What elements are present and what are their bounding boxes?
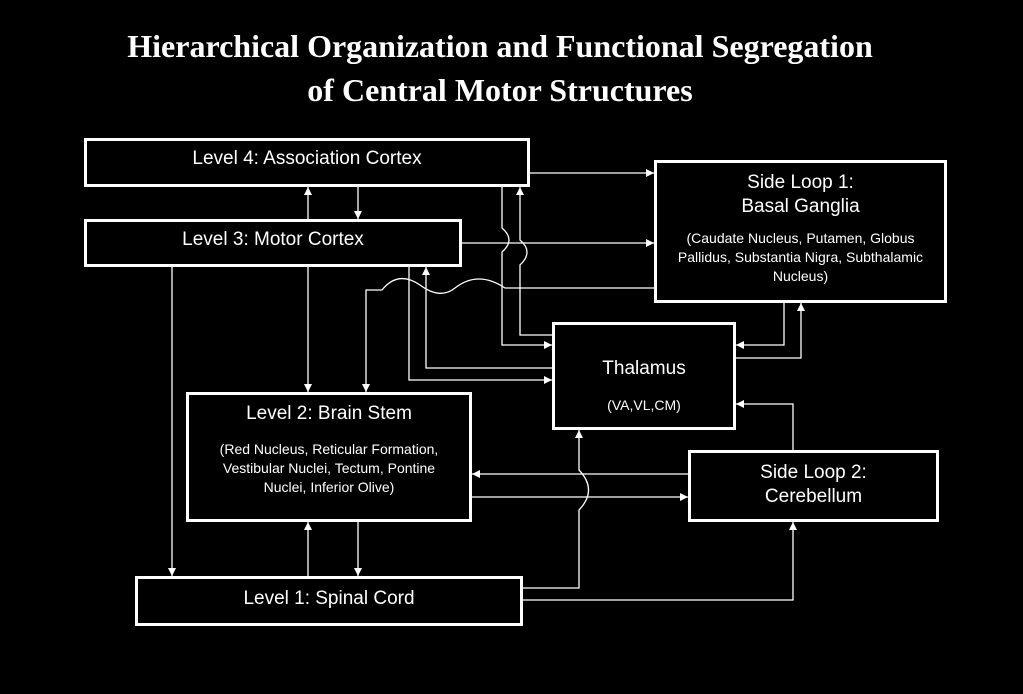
- diagram-title: Hierarchical Organization and Functional…: [0, 24, 1000, 112]
- level2-label: Level 2: Brain Stem: [246, 403, 412, 424]
- arrow-cerebellum-to-thalamus: [736, 400, 794, 450]
- side-loop-1-basal-ganglia-box: Side Loop 1: Basal Ganglia (Caudate Nucl…: [654, 160, 947, 303]
- side-loop-1-name: Basal Ganglia: [741, 196, 860, 217]
- side-loop-2-cerebellum-box: Side Loop 2: Cerebellum: [688, 450, 939, 522]
- level3-motor-cortex-box: Level 3: Motor Cortex: [84, 219, 462, 267]
- level2-brain-stem-box: Level 2: Brain Stem (Red Nucleus, Reticu…: [186, 392, 472, 522]
- side-loop-1-detail: (Caudate Nucleus, Putamen, Globus Pallid…: [677, 230, 924, 284]
- arrow-basal-ganglia-to-level2: [362, 278, 654, 392]
- side-loop-2-name: Cerebellum: [764, 486, 863, 507]
- arrow-basal-ganglia-to-thalamus: [736, 303, 785, 349]
- level2-detail: (Red Nucleus, Reticular Formation, Vesti…: [219, 441, 439, 495]
- title-line-1: Hierarchical Organization and Functional…: [127, 28, 873, 64]
- arrow-thalamus-to-level4: [516, 187, 552, 336]
- level1-spinal-cord-box: Level 1: Spinal Cord: [135, 576, 523, 626]
- level1-label: Level 1: Spinal Cord: [243, 588, 415, 609]
- thalamus-detail: (VA,VL,CM): [607, 397, 681, 413]
- level4-label: Level 4: Association Cortex: [192, 148, 422, 169]
- level3-label: Level 3: Motor Cortex: [182, 229, 364, 250]
- level4-association-cortex-box: Level 4: Association Cortex: [84, 138, 530, 187]
- side-loop-1-heading: Side Loop 1:: [747, 172, 854, 193]
- arrow-thalamus-to-level3: [422, 267, 552, 369]
- arrow-level1-to-thalamus: [523, 430, 590, 589]
- thalamus-label: Thalamus: [602, 358, 686, 379]
- arrow-thalamus-to-basal-ganglia: [736, 303, 805, 359]
- arrow-level3-to-thalamus: [408, 267, 552, 384]
- thalamus-box: Thalamus (VA,VL,CM): [552, 322, 736, 430]
- arrow-level1-to-cerebellum: [523, 522, 797, 601]
- arrow-level4-to-thalamus: [501, 187, 552, 349]
- side-loop-2-heading: Side Loop 2:: [760, 462, 867, 483]
- title-line-2: of Central Motor Structures: [307, 72, 693, 108]
